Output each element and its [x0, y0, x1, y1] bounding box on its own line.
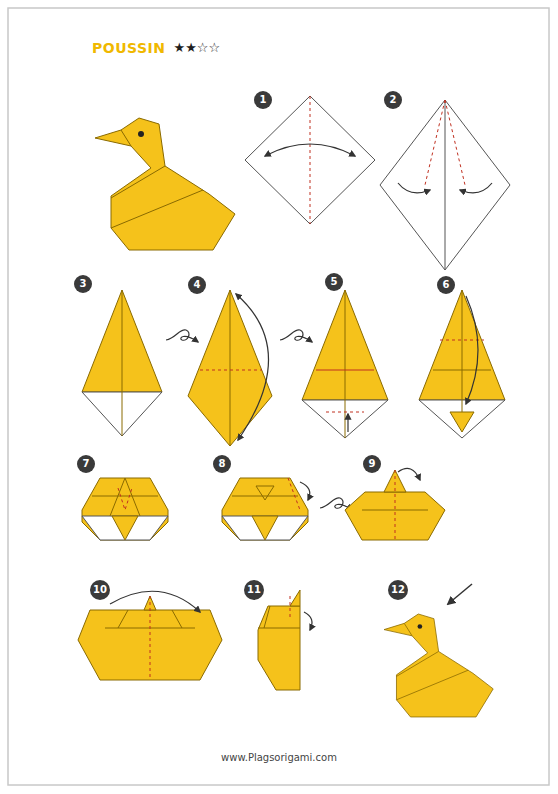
callout-number: 4 [194, 280, 201, 290]
callout-number: 10 [93, 585, 107, 595]
callout-number: 9 [369, 459, 376, 469]
callout-number: 5 [331, 277, 338, 287]
step-number: 11 [244, 580, 264, 600]
title: POUSSIN [92, 40, 166, 56]
callout-number: 7 [83, 459, 90, 469]
difficulty-stars: ★★☆☆ [174, 40, 221, 55]
step-number: 10 [90, 580, 110, 600]
callout-number: 12 [391, 585, 405, 595]
callout-number: 3 [80, 279, 87, 289]
callout-number: 11 [247, 585, 261, 595]
step-number: 12 [388, 580, 408, 600]
step-number: 2 [384, 91, 402, 109]
step-number: 9 [363, 455, 381, 473]
step-number: 4 [188, 276, 206, 294]
callout-number: 8 [219, 459, 226, 469]
step-number: 8 [213, 455, 231, 473]
website-url: www.Plagsorigami.com [221, 752, 337, 763]
step-number: 7 [77, 455, 95, 473]
step-number: 1 [254, 91, 272, 109]
callout-number: 6 [443, 280, 450, 290]
callout-number: 1 [260, 95, 267, 105]
callout-number: 2 [390, 95, 397, 105]
step-number: 5 [325, 273, 343, 291]
step-number: 3 [74, 275, 92, 293]
step-number: 6 [437, 276, 455, 294]
